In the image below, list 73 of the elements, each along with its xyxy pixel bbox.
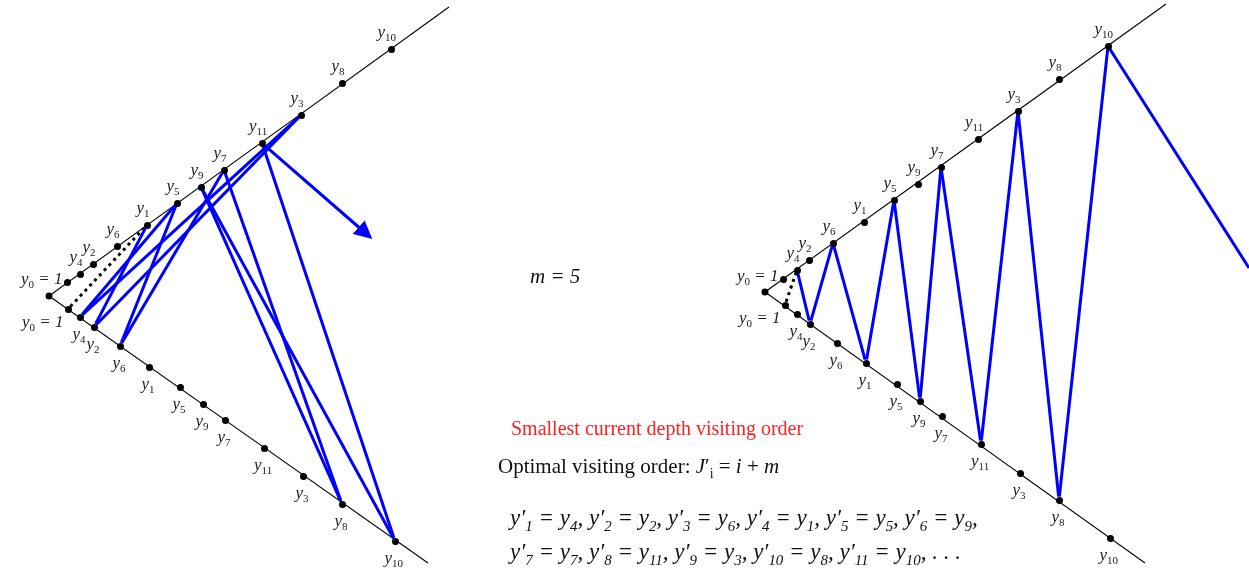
point-label: y$_{10}$ — [1099, 546, 1119, 567]
point-label: y$_{3}$ — [295, 484, 309, 505]
point-label: y$_{2}$ — [798, 234, 812, 255]
point-label: y$_{3}$ — [1012, 481, 1026, 502]
point-label: y$_{8}$ — [1048, 53, 1062, 74]
path-line — [979, 114, 1020, 441]
point-label: y$_{10}$ — [377, 23, 397, 44]
point-label: y$_{7}$ — [930, 141, 944, 162]
point-label: y$_{6}$ — [822, 217, 836, 238]
formula-heading: Optimal visiting order: J′$_{i}$ = i + m — [498, 456, 780, 481]
path-line — [796, 273, 811, 321]
path-line — [1016, 114, 1061, 497]
point-label: y$_{4}$ — [789, 322, 803, 343]
parameter-label: m = 5 — [530, 266, 581, 287]
path-line — [940, 170, 982, 441]
path-line — [201, 189, 342, 502]
point-label: y$_{1}$ — [136, 199, 150, 220]
point-label: y$_{0}$ = 1 — [22, 313, 64, 334]
arrow — [263, 144, 373, 239]
point-label: y$_{5}$ — [889, 392, 903, 413]
point-label: y$_{6}$ — [829, 351, 843, 372]
formula-line: y′$_{1}$ = y$_{4}$, y′$_{2}$ = y$_{2}$, y′$_{3}$ = y$_{6}$, y′$_{4}$ = y$_{1}$, y′$_{5}$ = y$_{5}$, y′$_{6}$ = y$_{9}$, — [510, 506, 978, 534]
point-label: y$_{10}$ — [384, 549, 404, 569]
order-caption: Smallest current depth visiting order — [511, 418, 804, 438]
point-label: y$_{0}$ = 1 — [737, 267, 779, 288]
point-label: y$_{6}$ — [106, 220, 120, 241]
path-line — [201, 189, 395, 539]
point-label: y$_{10}$ — [1094, 20, 1114, 41]
path-line — [1108, 48, 1249, 269]
point-label: y$_{11}$ — [254, 456, 273, 477]
path-line — [1057, 49, 1110, 497]
point-label: y$_{4}$ — [72, 325, 86, 346]
point-label: y$_{7}$ — [934, 424, 948, 445]
dotted-line — [69, 226, 146, 308]
path-line — [918, 170, 943, 398]
point-label: y$_{1}$ — [858, 371, 872, 392]
point-label: y$_{7}$ — [217, 428, 231, 449]
path-line — [120, 172, 224, 344]
point-label: y$_{8}$ — [1051, 508, 1065, 529]
point-label: y$_{5}$ — [883, 174, 897, 195]
path-line — [809, 245, 834, 322]
point-label: y$_{11}$ — [971, 452, 990, 473]
point-label: y$_{9}$ — [912, 409, 926, 430]
point-label: y$_{8}$ — [331, 57, 345, 78]
point-label: y$_{11}$ — [249, 117, 268, 138]
point-label: y$_{3}$ — [290, 89, 304, 110]
point-label: y$_{0}$ = 1 — [21, 270, 63, 291]
point-label: y$_{5}$ — [172, 395, 186, 416]
point-label: y$_{9}$ — [190, 161, 204, 182]
path-line — [892, 203, 922, 398]
path-line — [865, 203, 895, 360]
point-label: y$_{1}$ — [853, 196, 867, 217]
point-label: y$_{6}$ — [112, 354, 126, 375]
point-label: y$_{8}$ — [334, 512, 348, 533]
path-line — [832, 245, 867, 361]
formula-line: y′$_{7}$ = y$_{7}$, y′$_{8}$ = y$_{11}$, y′$_{9}$ = y$_{3}$, y′$_{10}$ = y$_{8}$, y′$_{11}$ = y$_{10}$, . . . — [510, 540, 961, 568]
path-line — [81, 204, 176, 316]
point-label: y$_{2}$ — [82, 238, 96, 259]
path-line — [94, 227, 147, 325]
point-label: y$_{7}$ — [213, 144, 227, 165]
path-line — [119, 205, 178, 344]
point-label: y$_{11}$ — [965, 113, 984, 134]
point-label: y$_{0}$ = 1 — [739, 309, 781, 330]
dotted-line — [784, 272, 798, 303]
point-label: y$_{9}$ — [195, 412, 209, 433]
point-label: y$_{9}$ — [907, 158, 921, 179]
point-label: y$_{2}$ — [802, 332, 816, 353]
point-label: y$_{1}$ — [141, 375, 155, 396]
point-label: y$_{2}$ — [86, 335, 100, 356]
path-line — [223, 172, 343, 502]
point-label: y$_{5}$ — [166, 177, 180, 198]
point-label: y$_{3}$ — [1007, 85, 1021, 106]
path-line — [261, 145, 396, 539]
